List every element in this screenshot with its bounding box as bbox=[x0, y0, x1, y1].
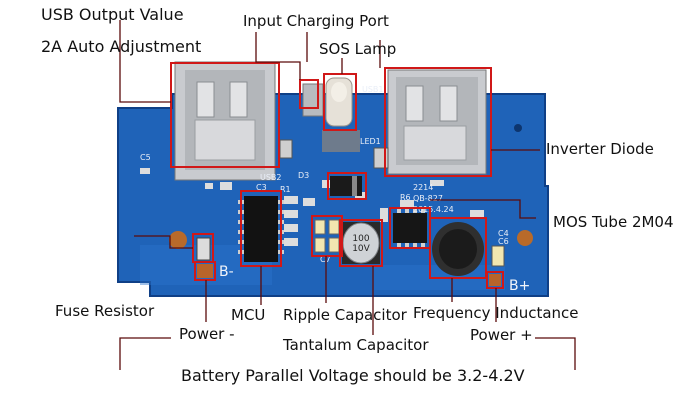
silk-usb1: USB1 bbox=[362, 85, 384, 94]
silk-usb2: USB2 bbox=[260, 173, 282, 182]
label-input-charging-port: Input Charging Port bbox=[243, 12, 389, 30]
label-auto-adjustment: 2A Auto Adjustment bbox=[41, 37, 202, 56]
silk-led1: LED1 bbox=[360, 137, 381, 146]
silk-b-plus: B+ bbox=[509, 278, 530, 294]
silk-chip-model: QB-827 bbox=[413, 194, 443, 203]
label-ripple-capacitor: Ripple Capacitor bbox=[283, 306, 407, 324]
label-fuse-resistor: Fuse Resistor bbox=[55, 302, 155, 320]
label-frequency-inductance: Frequency Inductance bbox=[413, 304, 579, 322]
silk-chip-code: 2214 bbox=[413, 183, 433, 192]
silk-c6: C6 bbox=[498, 237, 509, 246]
silk-c5: C5 bbox=[140, 153, 151, 162]
label-power-minus: Power - bbox=[179, 325, 235, 343]
silk-c3: C3 bbox=[256, 183, 267, 192]
label-battery-voltage: Battery Parallel Voltage should be 3.2-4… bbox=[181, 366, 525, 385]
silk-c4: C4 bbox=[498, 229, 509, 238]
power-pads bbox=[197, 245, 505, 286]
svg-text:100: 100 bbox=[352, 234, 369, 244]
leader-lines bbox=[119, 20, 576, 370]
usb-port-left bbox=[174, 61, 276, 181]
label-tantalum-capacitor: Tantalum Capacitor bbox=[283, 336, 429, 354]
usb-port-right bbox=[387, 69, 487, 175]
silk-b-minus: B- bbox=[219, 264, 234, 280]
mcu-chip bbox=[238, 196, 284, 262]
silk-chip-date: 2015.4.24 bbox=[413, 205, 454, 214]
silk-r6: R6 bbox=[400, 193, 411, 202]
label-inverter-diode: Inverter Diode bbox=[546, 140, 654, 158]
silkscreen-text: USB1 USB2 LED1 D3 C3 C4 C5 C7 R6 C6 R1 2… bbox=[140, 85, 509, 264]
mos-tube bbox=[393, 208, 427, 248]
svg-text:10V: 10V bbox=[352, 244, 370, 254]
label-usb-output-value: USB Output Value bbox=[41, 5, 184, 24]
label-sos-lamp: SOS Lamp bbox=[319, 40, 397, 58]
electrolytic-capacitor: 100 10V bbox=[342, 222, 380, 264]
inverter-diode bbox=[330, 176, 362, 196]
fuse-resistor bbox=[196, 237, 211, 261]
silk-d3: D3 bbox=[298, 171, 309, 180]
highlight-boxes bbox=[170, 62, 504, 289]
label-power-plus: Power + bbox=[470, 326, 533, 344]
micro-usb-port bbox=[302, 83, 324, 117]
silk-r1: R1 bbox=[280, 185, 291, 194]
label-mcu: MCU bbox=[231, 306, 266, 324]
sos-led bbox=[322, 77, 360, 152]
frequency-inductor bbox=[432, 222, 484, 276]
silk-c7: C7 bbox=[320, 255, 331, 264]
label-mos-tube: MOS Tube 2M04 bbox=[553, 213, 674, 231]
